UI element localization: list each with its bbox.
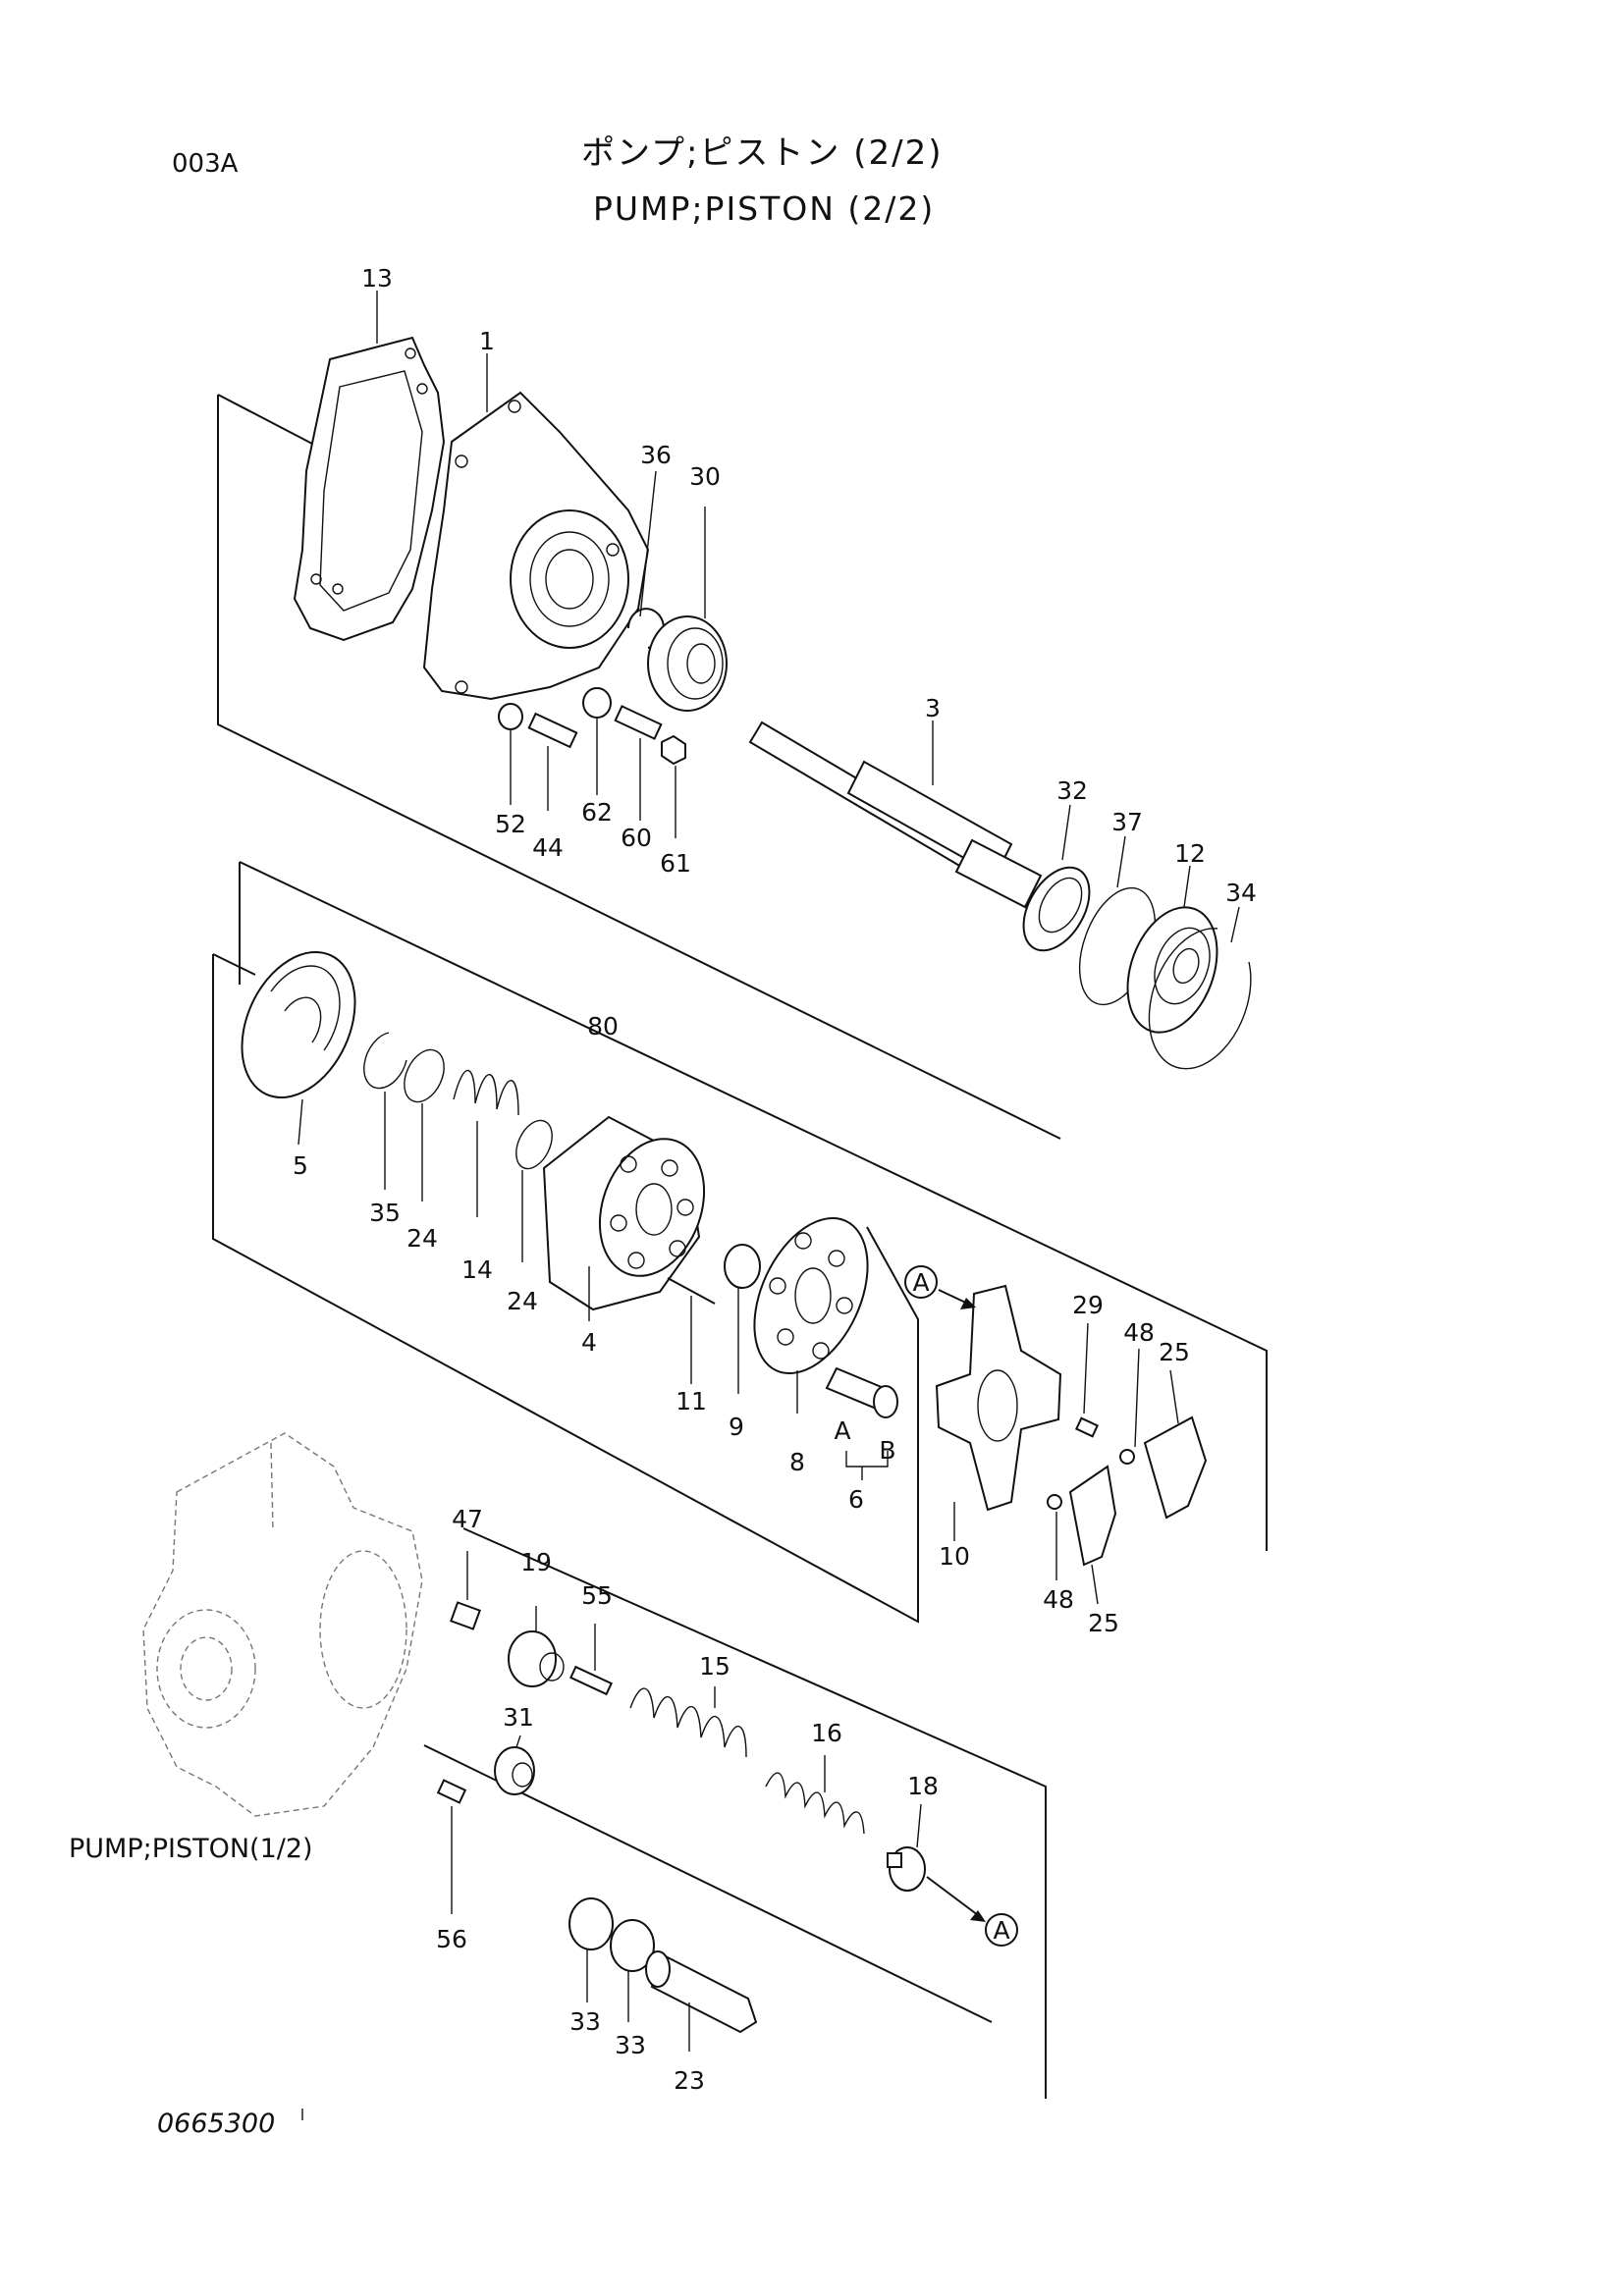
part-1-housing xyxy=(422,353,650,701)
part-24-washer-a xyxy=(404,1048,445,1201)
part-60-setscrew xyxy=(614,705,663,821)
pump-body-reference xyxy=(142,1432,423,1817)
callout-6: 6 xyxy=(848,1485,864,1514)
callout-16: 16 xyxy=(811,1719,842,1747)
part-8-retainer-plate xyxy=(753,1216,869,1414)
callout-1: 1 xyxy=(479,327,495,355)
callout-29: 29 xyxy=(1072,1291,1104,1319)
callout-37: 37 xyxy=(1111,808,1143,836)
part-30-bearing xyxy=(647,507,728,712)
part-5-valve-plate xyxy=(241,950,356,1146)
callout-10: 10 xyxy=(939,1542,970,1571)
callout-62: 62 xyxy=(581,798,613,827)
callout-labels: 13 1 36 30 3 52 44 62 60 61 32 37 12 34 … xyxy=(293,264,1257,2095)
callout-35: 35 xyxy=(369,1199,401,1227)
marker-a-upper: A xyxy=(904,1265,976,1309)
callout-24-upper: 24 xyxy=(406,1224,438,1253)
sheet-code: 003A xyxy=(172,149,239,179)
part-16-spring-inner xyxy=(765,1755,865,1835)
part-33-bushing-b xyxy=(610,1919,655,2022)
callout-36: 36 xyxy=(640,441,672,469)
callout-55: 55 xyxy=(581,1581,613,1610)
part-47-pin xyxy=(450,1551,481,1630)
marker-a-lower-label: A xyxy=(993,1916,1009,1945)
part-9-spherical-bush xyxy=(724,1244,761,1394)
part-6-piston xyxy=(825,1366,898,1480)
callout-5: 5 xyxy=(293,1151,308,1180)
part-19-spring-seat xyxy=(508,1606,565,1687)
part-14-spring xyxy=(453,1069,519,1217)
part-52-washer xyxy=(498,703,523,805)
part-56-pin xyxy=(436,1779,467,1914)
callout-9: 9 xyxy=(729,1413,744,1441)
callout-25-upper: 25 xyxy=(1159,1338,1190,1366)
part-48-screw-lower xyxy=(1047,1494,1062,1580)
part-12-seal-housing xyxy=(1126,865,1218,1034)
callout-48-lower: 48 xyxy=(1043,1585,1074,1614)
part-23-shaft xyxy=(645,1950,758,2052)
callout-61: 61 xyxy=(660,849,691,878)
callout-24-lower: 24 xyxy=(507,1287,538,1315)
callout-44: 44 xyxy=(532,833,564,862)
part-48-screw-upper xyxy=(1119,1348,1140,1465)
callout-11: 11 xyxy=(676,1387,707,1415)
callout-33-right: 33 xyxy=(615,2031,646,2059)
part-31-bushing xyxy=(494,1735,535,1795)
callout-34: 34 xyxy=(1225,879,1257,907)
callout-32: 32 xyxy=(1056,776,1088,805)
callout-47: 47 xyxy=(452,1505,483,1533)
callout-13: 13 xyxy=(361,264,393,293)
part-35-snap-ring xyxy=(363,1032,407,1190)
group-frame-80 xyxy=(239,861,1268,1551)
part-15-spring-outer xyxy=(629,1686,747,1758)
part-33-bushing-a xyxy=(568,1897,614,2002)
callout-48-upper: 48 xyxy=(1123,1318,1155,1347)
callout-33-left: 33 xyxy=(569,2007,601,2036)
part-62-washer xyxy=(582,687,612,795)
label-a-sub: A xyxy=(834,1416,850,1445)
part-32-needle-bearing xyxy=(1022,804,1091,952)
part-13-gasket xyxy=(293,291,446,642)
callout-31: 31 xyxy=(503,1703,534,1732)
callout-19: 19 xyxy=(520,1548,552,1576)
part-55-pin xyxy=(569,1624,613,1696)
marker-a-upper-label: A xyxy=(912,1268,929,1297)
callout-14: 14 xyxy=(461,1255,493,1284)
callout-60: 60 xyxy=(621,824,652,852)
callout-18: 18 xyxy=(907,1772,939,1800)
part-3-shaft xyxy=(748,721,1043,909)
group-frame-inner xyxy=(212,953,919,1624)
label-b-sub: B xyxy=(879,1436,895,1465)
reference-label: PUMP;PISTON(1/2) xyxy=(69,1834,313,1864)
callout-12: 12 xyxy=(1174,839,1206,868)
group-frame-top xyxy=(217,394,1061,1140)
callout-8: 8 xyxy=(789,1448,805,1476)
callout-23: 23 xyxy=(674,2066,705,2095)
callout-30: 30 xyxy=(689,462,721,491)
callout-4: 4 xyxy=(581,1328,597,1357)
part-4-cylinder-block xyxy=(542,1115,706,1321)
marker-a-lower: A xyxy=(985,1913,1018,1947)
callout-56: 56 xyxy=(436,1925,467,1953)
part-10-swash-plate xyxy=(935,1284,1062,1541)
part-44-bolt xyxy=(527,712,578,811)
part-25-shoe-plate-upper xyxy=(1143,1369,1208,1520)
page-title-japanese: ポンプ;ピストン (2/2) xyxy=(581,133,944,173)
callout-3: 3 xyxy=(925,694,941,722)
part-11-pin xyxy=(667,1277,716,1384)
part-34-snap-ring xyxy=(1148,906,1252,1070)
drawing-number: 0665300 xyxy=(157,2109,276,2139)
part-24-washer-b xyxy=(515,1119,553,1262)
part-25-shoe-plate-lower xyxy=(1068,1465,1117,1605)
callout-25-lower: 25 xyxy=(1088,1609,1119,1637)
callout-52: 52 xyxy=(495,810,526,838)
page-title-english: PUMP;PISTON (2/2) xyxy=(593,189,936,228)
part-29-screw xyxy=(1074,1322,1100,1438)
callout-80: 80 xyxy=(587,1012,619,1041)
callout-15: 15 xyxy=(699,1652,730,1681)
part-18-stopper xyxy=(887,1803,986,1922)
part-61-nut xyxy=(661,734,686,838)
